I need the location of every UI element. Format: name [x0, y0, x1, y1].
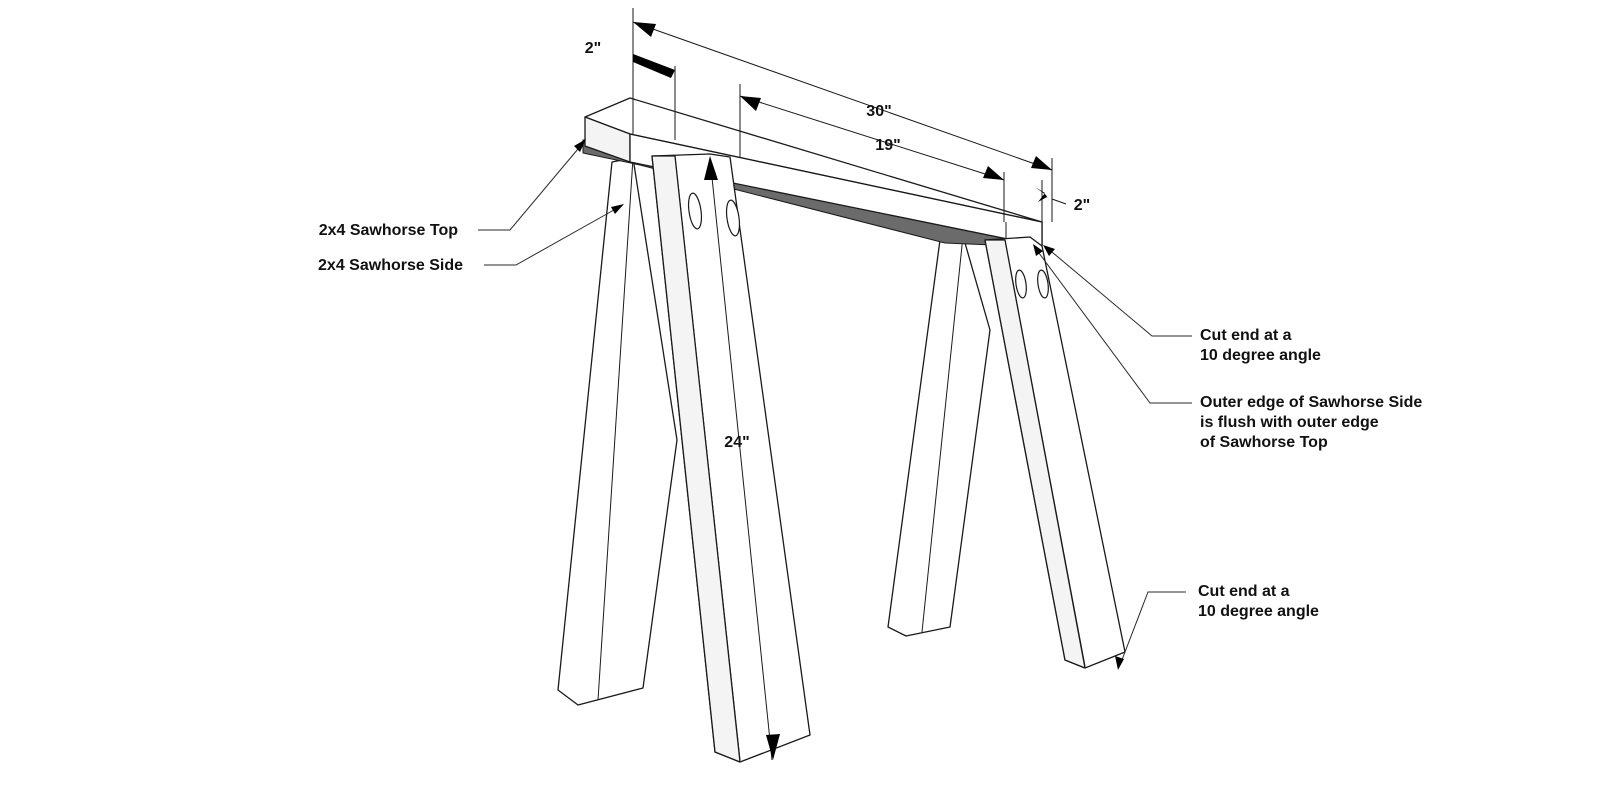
screw-hole	[687, 192, 703, 230]
screw-hole	[1037, 269, 1049, 299]
label-flush-note-1: Outer edge of Sawhorse Side	[1200, 394, 1422, 411]
dim-19: 19"	[739, 84, 1005, 222]
arrowhead	[1043, 245, 1055, 256]
label-cut-end-lower-2: 10 degree angle	[1198, 603, 1319, 620]
arrowhead	[1033, 244, 1043, 256]
dim-19-label: 19"	[875, 137, 900, 154]
dim-30-label: 30"	[866, 103, 891, 120]
arrowhead	[983, 166, 1004, 180]
dim-2-right: 2"	[1035, 180, 1090, 222]
arrowhead	[574, 139, 586, 152]
arrowhead	[704, 156, 718, 180]
callout-flush-note: Outer edge of Sawhorse Side is flush wit…	[1033, 244, 1422, 451]
callout-top: 2x4 Sawhorse Top	[319, 139, 586, 239]
dim-2-left-label: 2"	[585, 40, 601, 57]
dim-24: 24"	[704, 156, 780, 761]
dim-30: 30"	[632, 8, 1053, 222]
callout-cut-end-lower: Cut end at a 10 degree angle	[1115, 583, 1319, 670]
sawhorse-top	[582, 97, 1043, 248]
screw-hole	[725, 199, 741, 237]
arrowhead	[1031, 156, 1052, 170]
label-flush-note-2: is flush with outer edge	[1200, 414, 1379, 431]
front-right-leg	[984, 236, 1126, 669]
arrowhead	[633, 54, 675, 78]
screw-hole	[1015, 269, 1027, 299]
dim-24-label: 24"	[724, 434, 749, 451]
arrowhead	[1115, 656, 1124, 670]
label-sawhorse-top: 2x4 Sawhorse Top	[319, 222, 459, 239]
dim-2-left: 2"	[585, 40, 676, 140]
front-left-leg	[651, 153, 811, 763]
back-left-leg	[557, 157, 678, 706]
callout-cut-end-upper: Cut end at a 10 degree angle	[1043, 245, 1321, 364]
back-right-leg	[887, 235, 991, 637]
label-sawhorse-side: 2x4 Sawhorse Side	[318, 257, 463, 274]
arrowhead	[611, 204, 624, 214]
label-flush-note-3: of Sawhorse Top	[1200, 434, 1328, 451]
callout-side: 2x4 Sawhorse Side	[318, 204, 624, 274]
label-cut-end-lower-1: Cut end at a	[1198, 583, 1290, 600]
arrowhead	[1035, 187, 1052, 206]
label-cut-end-upper-1: Cut end at a	[1200, 327, 1292, 344]
arrowhead	[633, 22, 656, 37]
dim-2-right-label: 2"	[1074, 197, 1090, 214]
arrowhead	[766, 734, 780, 760]
arrowhead	[740, 96, 761, 111]
label-cut-end-upper-2: 10 degree angle	[1200, 347, 1321, 364]
